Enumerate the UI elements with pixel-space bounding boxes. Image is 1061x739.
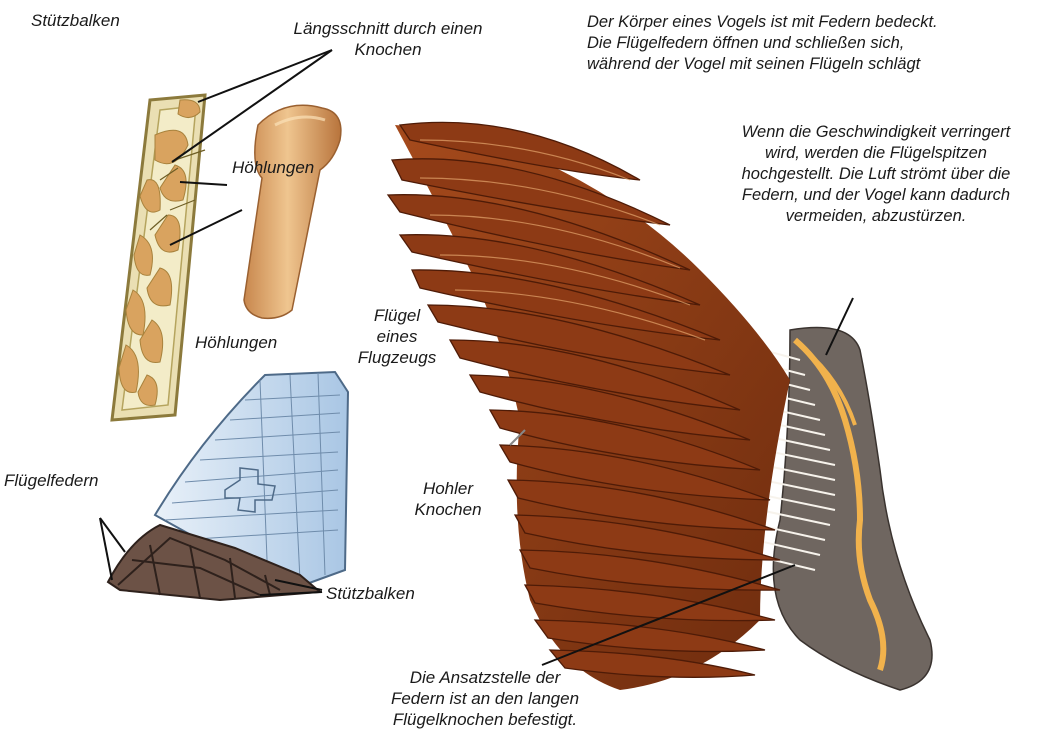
label-hohler-knochen-line-1: Hohler [398,478,498,499]
label-fluegel-flugzeug-line-1: Flügel [352,305,442,326]
label-ansatzstelle-line-3: Flügelknochen befestigt. [370,709,600,730]
label-fluegelfedern: Flügelfedern [4,470,99,491]
bone-exterior [244,105,341,318]
label-intro-line-3: während der Vogel mit seinen Flügeln sch… [587,54,938,75]
label-wenn-line-3: hochgestellt. Die Luft strömt über die [700,164,1052,185]
label-ansatzstelle: Die Ansatzstelle der Federn ist an den l… [370,667,600,730]
label-wenn-line-4: Federn, und der Vogel kann dadurch [700,185,1052,206]
label-hoehlungen-2: Höhlungen [195,332,277,353]
label-intro-line-1: Der Körper eines Vogels ist mit Federn b… [587,12,938,33]
bone-section [112,95,205,420]
label-fluegel-flugzeug-line-3: Flugzeugs [352,347,442,368]
label-hohler-knochen: Hohler Knochen [398,478,498,520]
label-intro: Der Körper eines Vogels ist mit Federn b… [587,12,938,75]
label-fluegel-flugzeug: Flügel eines Flugzeugs [352,305,442,368]
label-ansatzstelle-line-2: Federn ist an den langen [370,688,600,709]
label-wenn-line-2: wird, werden die Flügelspitzen [700,143,1052,164]
label-laengsschnitt: Längsschnitt durch einen Knochen [268,18,508,60]
label-fluegel-flugzeug-line-2: eines [352,326,442,347]
label-laengsschnitt-line-1: Längsschnitt durch einen [268,18,508,39]
label-hohler-knochen-line-2: Knochen [398,499,498,520]
label-ansatzstelle-line-1: Die Ansatzstelle der [370,667,600,688]
label-wenn-line-5: vermeiden, abzustürzen. [700,206,1052,227]
label-wenn-line-1: Wenn die Geschwindigkeit verringert [700,122,1052,143]
label-stuetzbalken-bottom: Stützbalken [326,583,415,604]
label-stuetzbalken-top: Stützbalken [31,10,120,31]
label-intro-line-2: Die Flügelfedern öffnen und schließen si… [587,33,938,54]
label-hoehlungen-1: Höhlungen [232,157,314,178]
label-laengsschnitt-line-2: Knochen [268,39,508,60]
label-wenn: Wenn die Geschwindigkeit verringert wird… [700,122,1052,227]
